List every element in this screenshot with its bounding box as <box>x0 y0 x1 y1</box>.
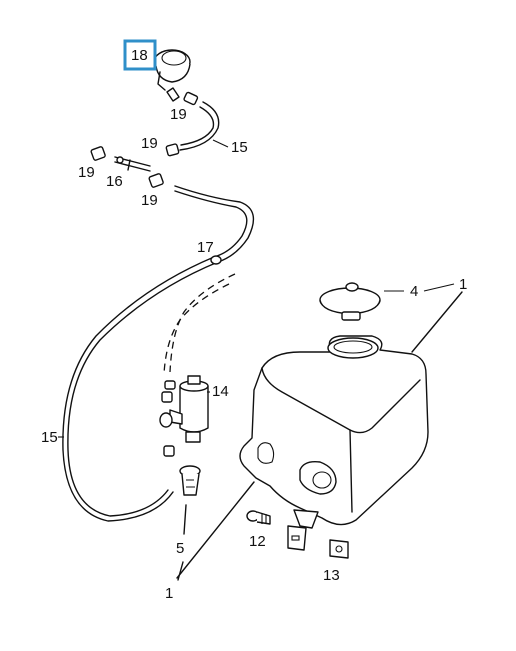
callout-16: 16 <box>106 173 123 190</box>
hose-connector-icon[interactable] <box>90 146 164 188</box>
callout-13: 13 <box>323 567 340 584</box>
callout-19-upper: 19 <box>170 106 187 123</box>
callout-19-lower: 19 <box>141 192 158 209</box>
clip-nut-icon[interactable] <box>329 539 349 559</box>
bolt-icon[interactable] <box>246 510 271 525</box>
callout-14: 14 <box>212 383 229 400</box>
callout-1-right: 1 <box>459 276 467 293</box>
callout-17: 17 <box>197 239 214 256</box>
level-sensor-icon[interactable] <box>179 465 201 496</box>
washer-hose-icon[interactable] <box>62 185 255 522</box>
callout-19-mid: 19 <box>141 135 158 152</box>
callout-19-left: 19 <box>78 164 95 181</box>
callout-15-upper: 15 <box>231 139 248 156</box>
washer-reservoir-icon[interactable] <box>239 335 429 551</box>
highlight-box <box>123 39 157 71</box>
callout-12: 12 <box>249 533 266 550</box>
callout-18: 18 <box>131 47 148 64</box>
callout-15-lower: 15 <box>41 429 58 446</box>
callout-1-bottom: 1 <box>165 585 173 602</box>
callout-4: 4 <box>410 283 418 300</box>
reservoir-cap-icon[interactable] <box>319 282 381 321</box>
callout-5: 5 <box>176 540 184 557</box>
t-connector-icon[interactable] <box>114 156 151 172</box>
hose-clip-icon[interactable] <box>210 255 222 265</box>
nozzle-icon[interactable] <box>153 49 191 91</box>
washer-pump-icon[interactable] <box>159 375 209 457</box>
upper-hose-icon <box>165 87 220 157</box>
